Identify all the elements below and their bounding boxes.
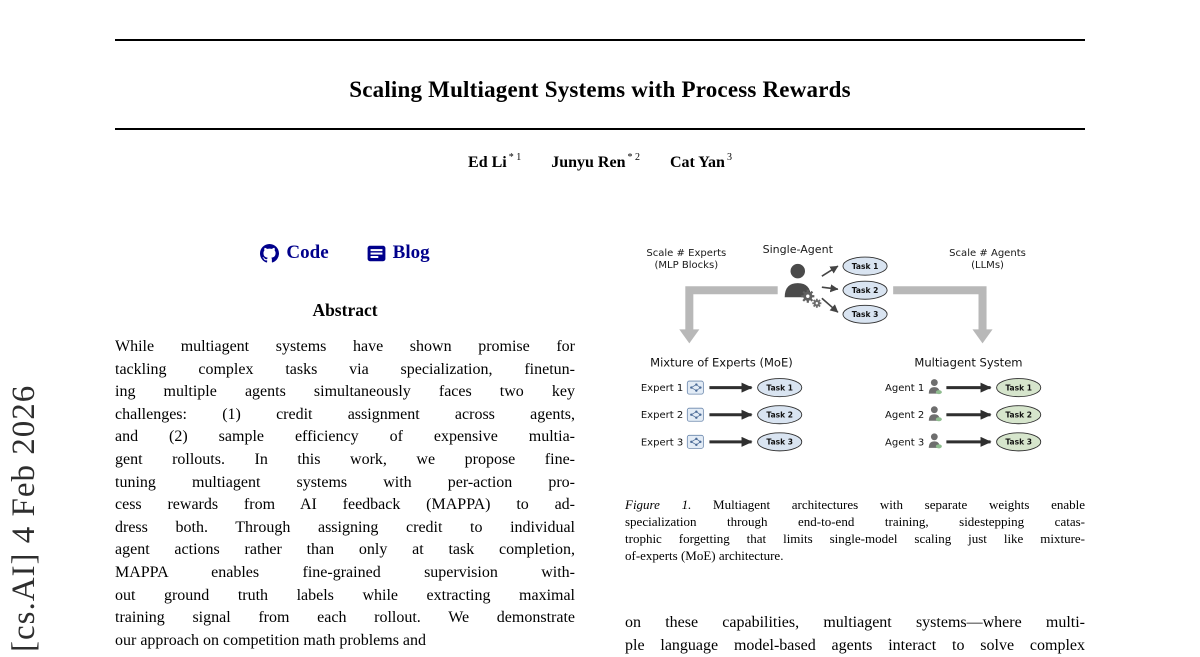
author-name: Cat Yan [669,154,725,171]
blog-icon [367,244,386,263]
abstract-line: and (2) sample efficiency of expensive m… [115,428,575,446]
agent-label: Agent 3 [885,437,924,448]
abstract-line: cess rewards from AI feedback (MAPPA) to… [115,496,575,514]
expert-label: Expert 3 [641,437,683,448]
author-affiliation-mark: * 2 [627,152,640,163]
abstract-line: dress both. Through assigning credit to … [115,518,575,536]
task-pill-label: Task 3 [852,310,879,319]
abstract-line: our approach on competition math problem… [115,631,427,649]
mlp-block-icon [686,380,704,395]
scale-experts-label: Scale # Experts [646,248,726,259]
right-column: Single-Agent Scale # Experts (MLP Blocks… [625,240,1085,657]
task-pill-label: Task 1 [852,262,879,271]
single-agent-icon [784,263,822,308]
caption-line: of-experts (MoE) architecture. [625,548,784,563]
blog-link[interactable]: Blog [367,242,430,264]
expert-label: Expert 1 [641,383,683,394]
github-icon [260,243,280,263]
body-line: on these capabilities, multiagent system… [625,614,1085,631]
single-agent-task-arrows [821,265,839,313]
caption-line: specialization through end-to-end traini… [625,514,1085,529]
scale-agents-label: Scale # Agents [949,248,1026,259]
abstract-line: ing multiple agents simultaneously faces… [115,383,575,401]
scale-experts-arrow [679,286,778,344]
page-title: Scaling Multiagent Systems with Process … [349,77,851,103]
code-link[interactable]: Code [260,242,329,264]
mas-title: Multiagent System [914,356,1022,370]
agent-label: Agent 1 [885,383,924,394]
gear-icon [801,289,822,308]
scale-agents-sublabel: (LLMs) [971,260,1004,271]
figure-caption: Figure 1. Multiagent architectures with … [625,496,1085,564]
abstract-line: While multiagent systems have shown prom… [115,338,575,355]
moe-rows: Expert 1 Task 1 Expert 2 Task [641,378,803,452]
single-agent-label: Single-Agent [763,243,834,256]
task-pill-label: Task 3 [1005,438,1032,447]
scale-agents-arrow [893,286,993,344]
scale-experts-sublabel: (MLP Blocks) [654,260,718,271]
abstract-line: gent rollouts. In this work, we propose … [115,450,575,468]
author: Junyu Ren* 2 [551,152,640,171]
figure-1: Single-Agent Scale # Experts (MLP Blocks… [629,240,1081,483]
abstract-line: agent actions rather than only at task c… [115,541,575,559]
title-rule [115,128,1085,130]
abstract-line: training signal from each rollout. We de… [115,609,575,627]
task-pill-label: Task 2 [1005,411,1032,420]
abstract-line: tuning multiagent systems with per-actio… [115,473,575,491]
blog-link-label: Blog [392,242,430,263]
top-rule [115,39,1085,41]
abstract-line: MAPPA enables fine-grained supervision w… [115,563,575,581]
left-column: Code Blog Abstract While multiagent syst… [115,240,575,652]
resource-links: Code Blog [115,242,575,264]
agent-person-icon [928,433,942,449]
arxiv-stamp: [cs.AI] 4 Feb 2026 [6,384,42,652]
task-pill-label: Task 2 [852,286,879,295]
code-link-label: Code [286,242,329,263]
mlp-block-icon [686,434,704,449]
body-line: ple language model-based agents interact… [625,637,1085,654]
task-pill-label: Task 3 [766,438,793,447]
mlp-block-icon [686,407,704,422]
task-pill-label: Task 2 [766,411,793,420]
caption-line: Figure 1. Multiagent architectures with … [625,497,1085,512]
agent-label: Agent 2 [885,410,924,421]
author-name: Ed Li [468,154,507,171]
author-affiliation-mark: 3 [726,152,732,163]
expert-label: Expert 2 [641,410,683,421]
author-affiliation-mark: * 1 [508,152,522,163]
figure-label: Figure 1. [625,497,692,512]
task-pill-label: Task 1 [1005,383,1032,392]
author-name: Junyu Ren [551,154,626,171]
abstract-line: challenges: (1) credit assignment across… [115,405,575,423]
mas-rows: Agent 1 Task 1 Agent 2 Task 2 [885,378,1042,452]
author: Ed Li* 1 [468,152,522,171]
abstract-line: tackling complex tasks via specializatio… [115,360,575,378]
single-agent-tasks: Task 1 Task 2 Task 3 [842,256,888,324]
task-pill-label: Task 1 [766,383,793,392]
abstract-text: While multiagent systems have shown prom… [115,336,575,652]
agent-person-icon [928,379,942,395]
body-paragraph: on these capabilities, multiagent system… [625,611,1085,657]
caption-line: trophic forgetting that limits single-mo… [625,531,1085,546]
moe-title: Mixture of Experts (MoE) [650,356,793,370]
abstract-line: out ground truth labels while extracting… [115,586,575,604]
agent-person-icon [928,406,942,422]
abstract-heading: Abstract [312,300,378,320]
